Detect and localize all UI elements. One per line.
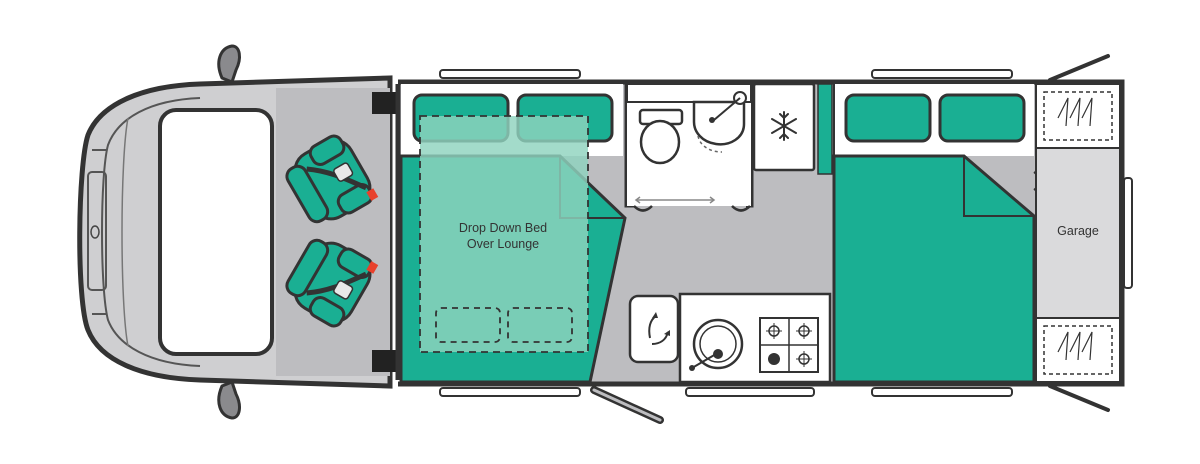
garage: Garage bbox=[1035, 83, 1121, 383]
drop-down-bed bbox=[419, 115, 589, 353]
cab bbox=[77, 44, 400, 420]
rear-bedroom bbox=[832, 84, 1040, 384]
driver-seat bbox=[285, 134, 379, 224]
garage-door-top[interactable] bbox=[1048, 54, 1110, 82]
basin-icon bbox=[692, 91, 747, 153]
garage-door-bottom[interactable] bbox=[1048, 384, 1110, 412]
mirror-top bbox=[217, 44, 241, 84]
bed-pillow-1 bbox=[844, 93, 932, 143]
mirror-bottom bbox=[217, 380, 241, 420]
front-lounge: Drop Down Bed Over Lounge bbox=[399, 84, 627, 384]
garage-label: Garage bbox=[1057, 224, 1099, 238]
fixed-bed bbox=[832, 154, 1036, 384]
snowflake-icon bbox=[771, 111, 797, 141]
kitchen bbox=[628, 292, 832, 384]
window-bottom-2 bbox=[685, 387, 815, 397]
window-bottom-3 bbox=[871, 387, 1013, 397]
drop-down-bed-label-line1: Drop Down Bed bbox=[459, 221, 547, 235]
washroom bbox=[624, 83, 754, 212]
windscreen bbox=[158, 108, 274, 356]
toilet-icon bbox=[638, 108, 684, 165]
drop-down-bed-label-line2: Over Lounge bbox=[467, 237, 539, 251]
passenger-seat bbox=[285, 238, 379, 328]
rooflight bbox=[1123, 177, 1133, 289]
window-bottom-1 bbox=[439, 387, 581, 397]
window-top-1 bbox=[439, 69, 581, 79]
sink-icon bbox=[689, 318, 744, 371]
swivel-table bbox=[628, 294, 680, 364]
gas-hob-icon bbox=[759, 317, 819, 373]
fridge bbox=[752, 82, 833, 175]
window-top-2 bbox=[871, 69, 1013, 79]
bed-pillow-2 bbox=[938, 93, 1026, 143]
